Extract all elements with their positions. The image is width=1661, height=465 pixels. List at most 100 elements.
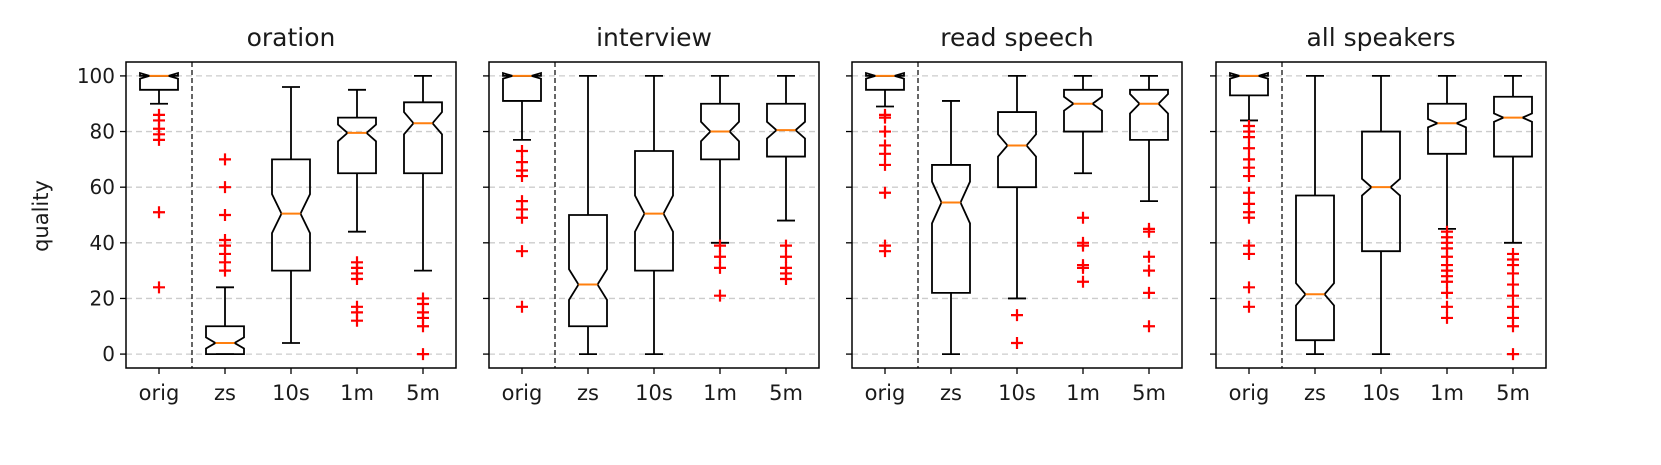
outlier-marker — [219, 181, 231, 194]
outlier-marker — [1441, 286, 1453, 299]
box — [205, 325, 245, 355]
x-tick-label: zs — [940, 381, 962, 405]
box — [337, 116, 377, 175]
outlier-marker — [879, 186, 891, 199]
x-tick-label: orig — [139, 381, 180, 405]
outlier-marker — [219, 153, 231, 166]
y-tick-label: 0 — [102, 342, 115, 366]
x-tick-label: 5m — [769, 381, 803, 405]
outlier-marker — [1143, 250, 1155, 263]
outlier-marker — [879, 245, 891, 258]
outlier-marker — [1143, 320, 1155, 333]
outlier-marker — [1143, 225, 1155, 238]
box — [1427, 102, 1467, 155]
outlier-marker — [417, 320, 429, 333]
outlier-marker — [1077, 275, 1089, 288]
box — [568, 214, 608, 328]
outlier-marker — [1243, 300, 1255, 313]
box — [997, 111, 1037, 189]
outlier-marker — [714, 250, 726, 263]
outlier-marker — [1243, 211, 1255, 224]
x-tick-label: orig — [865, 381, 906, 405]
outlier-marker — [1507, 300, 1519, 313]
outlier-marker — [1243, 142, 1255, 155]
outlier-marker — [153, 281, 165, 294]
box — [766, 102, 806, 158]
x-tick-label: 10s — [998, 381, 1036, 405]
outlier-marker — [516, 211, 528, 224]
outlier-marker — [516, 245, 528, 258]
x-tick-label: 10s — [635, 381, 673, 405]
outlier-marker — [879, 147, 891, 160]
outlier-marker — [1143, 286, 1155, 299]
outlier-marker — [153, 133, 165, 146]
box — [139, 71, 179, 91]
x-tick-label: 5m — [1496, 381, 1530, 405]
outlier-marker — [1441, 275, 1453, 288]
outlier-marker — [780, 250, 792, 263]
outlier-marker — [879, 111, 891, 124]
y-tick-label: 100 — [77, 64, 115, 88]
outlier-marker — [153, 206, 165, 219]
x-tick-label: 1m — [1066, 381, 1100, 405]
outlier-marker — [1507, 289, 1519, 302]
box — [271, 158, 311, 272]
box — [865, 71, 905, 91]
box — [1229, 71, 1269, 97]
outlier-marker — [1441, 300, 1453, 313]
outlier-marker — [1243, 131, 1255, 144]
box — [1361, 130, 1401, 253]
box — [1129, 88, 1169, 141]
y-tick-label: 20 — [90, 286, 115, 310]
outlier-marker — [1011, 309, 1023, 322]
panel-title: oration — [247, 23, 336, 52]
outlier-marker — [417, 348, 429, 361]
outlier-marker — [351, 272, 363, 285]
outlier-marker — [219, 209, 231, 221]
y-tick-label: 40 — [90, 231, 115, 255]
box — [403, 101, 443, 175]
box — [931, 164, 971, 294]
outlier-marker — [1077, 239, 1089, 252]
outlier-marker — [1077, 261, 1089, 274]
outlier-marker — [516, 170, 528, 183]
outlier-marker — [1243, 170, 1255, 183]
x-tick-label: zs — [577, 381, 599, 405]
outlier-marker — [1143, 264, 1155, 277]
outlier-marker — [879, 125, 891, 138]
box — [1295, 194, 1335, 342]
outlier-marker — [714, 289, 726, 302]
panel-title: read speech — [940, 23, 1094, 52]
outlier-marker — [1011, 336, 1023, 349]
plot-frame — [851, 61, 1183, 369]
box — [634, 150, 674, 272]
outlier-marker — [780, 272, 792, 285]
outlier-marker — [714, 239, 726, 252]
outlier-marker — [1507, 320, 1519, 333]
outlier-marker — [1243, 186, 1255, 199]
outlier-marker — [1507, 348, 1519, 361]
box — [1493, 95, 1533, 158]
y-tick-label: 80 — [90, 120, 115, 144]
x-tick-label: zs — [1304, 381, 1326, 405]
outlier-marker — [780, 239, 792, 252]
panel-title: all speakers — [1306, 23, 1455, 52]
x-tick-label: 1m — [340, 381, 374, 405]
plot-frame — [1215, 61, 1547, 369]
x-tick-label: zs — [214, 381, 236, 405]
outlier-marker — [516, 300, 528, 313]
plot-frame — [125, 61, 457, 369]
outlier-marker — [1507, 278, 1519, 291]
plot-frame — [488, 61, 820, 369]
outlier-marker — [1243, 247, 1255, 260]
x-tick-label: orig — [502, 381, 543, 405]
outlier-marker — [1243, 281, 1255, 294]
outlier-marker — [879, 158, 891, 171]
outlier-marker — [351, 314, 363, 327]
panel-title: interview — [596, 23, 712, 52]
x-tick-label: 5m — [1132, 381, 1166, 405]
x-tick-label: orig — [1229, 381, 1270, 405]
y-axis-label: quality — [29, 180, 53, 252]
